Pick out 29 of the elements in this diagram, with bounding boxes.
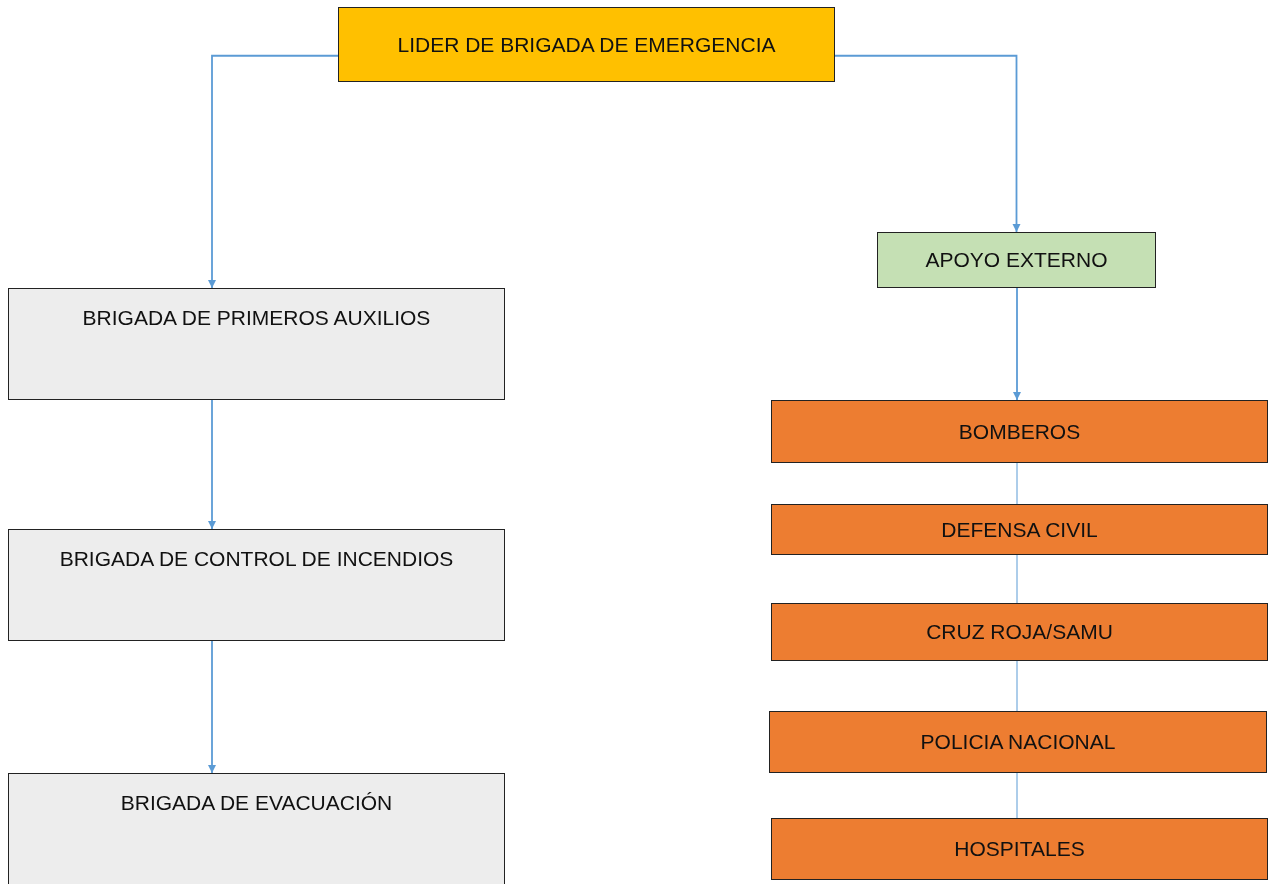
connector-line (1016, 462, 1018, 505)
org-box (8, 288, 505, 400)
box-label: APOYO EXTERNO (925, 247, 1108, 273)
box-label: HOSPITALES (954, 836, 1085, 862)
org-box (771, 504, 1268, 555)
arrow (208, 54, 339, 289)
org-box (877, 232, 1156, 288)
connector-line (1016, 554, 1018, 604)
arrow (208, 640, 216, 774)
org-box (771, 400, 1268, 463)
org-box (771, 818, 1268, 880)
box-label: LIDER DE BRIGADA DE EMERGENCIA (397, 31, 776, 58)
box-label: POLICIA NACIONAL (920, 729, 1116, 755)
org-box (8, 529, 505, 641)
arrow (1013, 287, 1021, 401)
org-box (771, 603, 1268, 661)
box-label: CRUZ ROJA/SAMU (926, 619, 1113, 645)
arrow (834, 54, 1021, 233)
box-label: BRIGADA DE CONTROL DE INCENDIOS (59, 546, 454, 572)
org-box (8, 773, 505, 884)
arrow (208, 399, 216, 530)
box-label: BRIGADA DE EVACUACIÓN (120, 790, 393, 816)
box-label: DEFENSA CIVIL (941, 516, 1098, 543)
connector-line (1016, 660, 1018, 712)
box-label: BOMBEROS (958, 418, 1081, 445)
box-label: BRIGADA DE PRIMEROS AUXILIOS (82, 305, 431, 331)
connector-line (1016, 772, 1018, 819)
org-box (769, 711, 1267, 773)
org-box (338, 7, 835, 82)
